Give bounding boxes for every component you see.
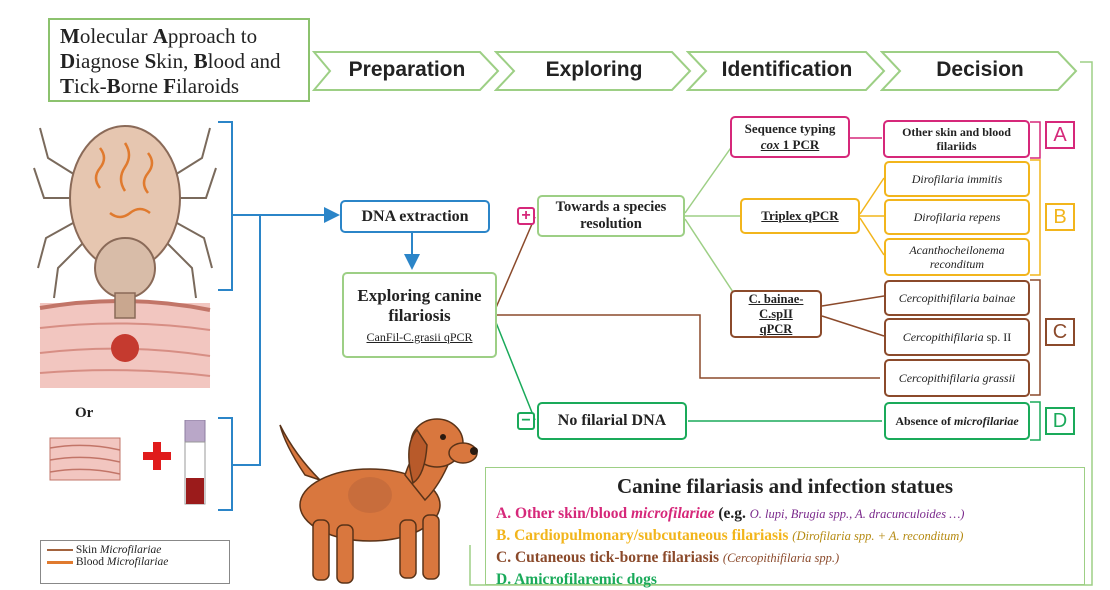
infection-status-panel: Canine filariasis and infection statues … — [485, 467, 1085, 588]
diagram-title: Molecular Approach to Diagnose Skin, Blo… — [48, 18, 310, 102]
status-title: Canine filariasis and infection statues — [616, 474, 954, 498]
status-line-c: C. Cutaneous tick-borne filariasis (Cerc… — [496, 549, 840, 566]
legend-skin: Skin Microfilariae — [47, 544, 223, 556]
d-repens-node: Dirofilaria repens — [884, 199, 1030, 235]
d-immitis-node: Dirofilaria immitis — [884, 161, 1030, 197]
legend-blood: Blood Microfilariae — [47, 556, 223, 568]
step-exploring: Exploring — [494, 50, 694, 92]
decision-letter-b: B — [1045, 203, 1075, 231]
tick-on-skin-illustration — [33, 125, 217, 388]
absence-node: Absence of microfilariae — [884, 402, 1030, 440]
other-filariids-node: Other skin and blood filariids — [883, 120, 1030, 158]
towards-species-node: Towards a species resolution — [537, 195, 685, 237]
c-grassii-node: Cercopithifilaria grassii — [884, 359, 1030, 397]
or-label: Or — [75, 405, 94, 421]
sequence-typing-node: Sequence typing cox 1 PCR — [730, 116, 850, 158]
status-line-b: B. Cardiopulmonary/subcutaneous filarias… — [496, 527, 964, 544]
step-decision: Decision — [880, 50, 1080, 92]
decision-letter-c: C — [1045, 318, 1075, 346]
positive-sign: + — [517, 207, 535, 225]
legend: Skin Microfilariae Blood Microfilariae — [40, 540, 230, 584]
c-bainae-node: Cercopithifilaria bainae — [884, 280, 1030, 316]
cbainae-qpcr-node: C. bainae-C.spII qPCR — [730, 290, 822, 338]
decision-letter-d: D — [1045, 407, 1075, 435]
no-filarial-dna-node: No filarial DNA — [537, 402, 687, 440]
c-sp-ii-node: Cercopithifilaria sp. II — [884, 318, 1030, 356]
step-preparation: Preparation — [312, 50, 502, 92]
triplex-qpcr-node: Triplex qPCR — [740, 198, 860, 234]
exploring-node: Exploring canine filariosis CanFil-C.gra… — [342, 272, 497, 358]
skin-and-blood-illustration — [49, 420, 206, 505]
step-identification: Identification — [686, 50, 888, 92]
status-line-d: D. Amicrofilaremic dogs — [496, 571, 657, 588]
status-line-a: A. Other skin/blood microfilariae (e.g. … — [496, 505, 965, 522]
acanthocheilonema-node: Acanthocheilonema reconditum — [884, 238, 1030, 276]
decision-letter-a: A — [1045, 121, 1075, 149]
dog-illustration — [279, 418, 478, 584]
dna-extraction-node: DNA extraction — [340, 200, 490, 233]
negative-sign: − — [517, 412, 535, 430]
